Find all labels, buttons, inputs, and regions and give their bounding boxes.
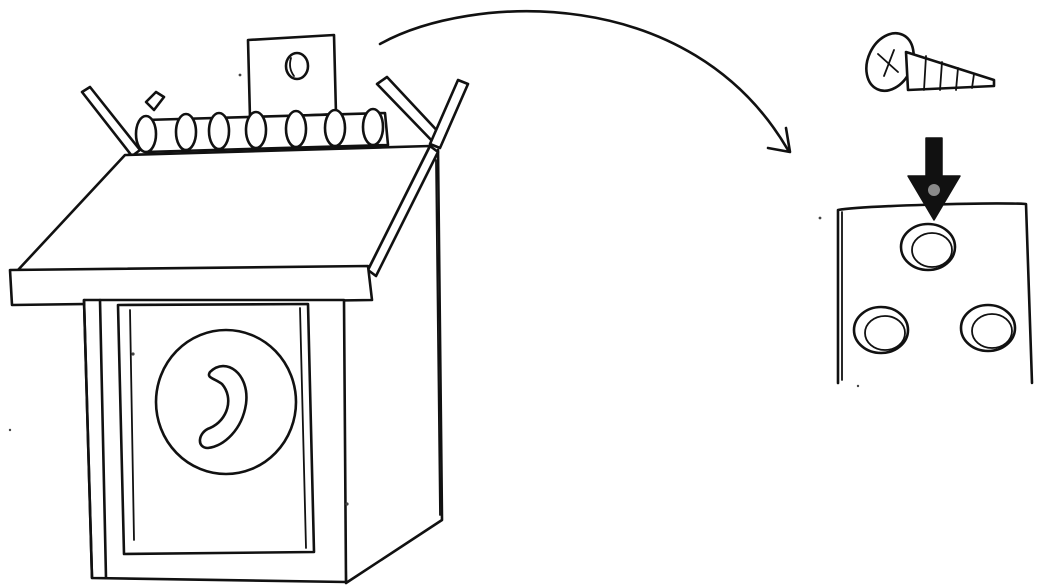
screw-icon xyxy=(857,26,994,99)
hanging-tab-icon xyxy=(248,35,336,118)
down-arrow-icon xyxy=(908,138,960,220)
mounting-bracket-detail-icon xyxy=(819,203,1032,387)
roof-sticks-icon xyxy=(136,109,388,152)
birdhouse-icon xyxy=(9,35,468,583)
